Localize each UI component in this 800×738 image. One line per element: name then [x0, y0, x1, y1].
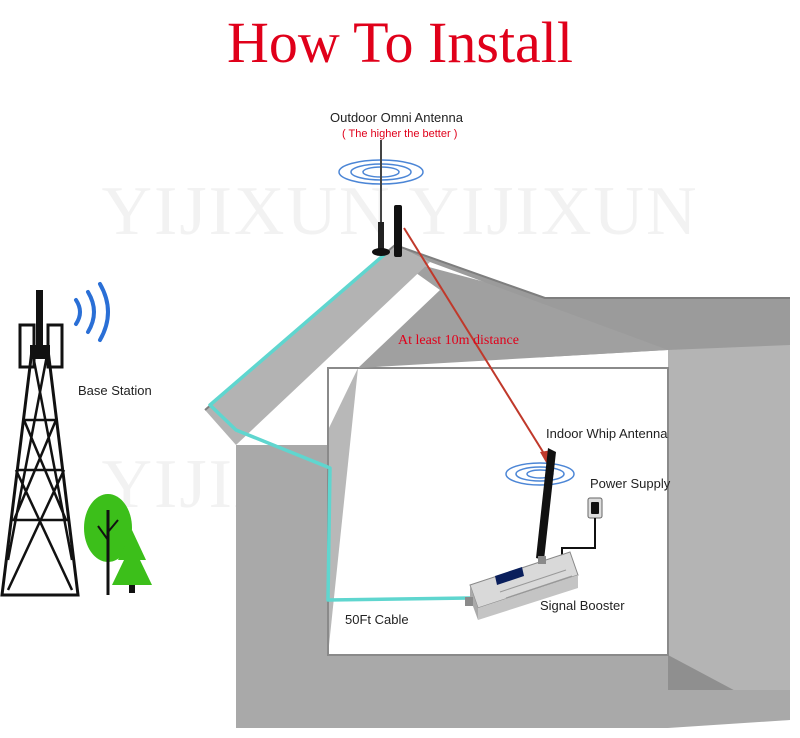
- signal-booster-device-icon: [465, 551, 579, 620]
- distance-label: At least 10m distance: [398, 333, 519, 348]
- distance-arrow: [403, 227, 549, 461]
- signal-wave-icon: [74, 282, 110, 342]
- base-station-label: Base Station: [78, 383, 152, 398]
- power-supply-label: Power Supply: [590, 476, 671, 491]
- tree-icon: [84, 494, 152, 595]
- signal-booster-label: Signal Booster: [540, 598, 625, 613]
- house-right-wall: [668, 298, 790, 720]
- house-front-wall: [236, 445, 790, 728]
- cable-label: 50Ft Cable: [345, 612, 409, 627]
- coaxial-cable: [208, 252, 471, 602]
- house-left-interior: [328, 368, 358, 655]
- outdoor-antenna-label: Outdoor Omni Antenna: [330, 110, 463, 125]
- indoor-whip-antenna-icon: [505, 448, 575, 560]
- house-roof-left: [205, 245, 430, 445]
- outdoor-omni-antenna-icon: [338, 140, 424, 257]
- outdoor-antenna-note: ( The higher the better ): [342, 128, 458, 140]
- house-interior-back: [328, 350, 668, 655]
- house-roof-right: [395, 245, 790, 350]
- house-gable: [358, 258, 668, 368]
- page-title: How To Install: [226, 10, 574, 75]
- indoor-antenna-label: Indoor Whip Antenna: [546, 426, 668, 441]
- power-plug-icon: [561, 497, 603, 560]
- base-station-tower-icon: [0, 290, 80, 597]
